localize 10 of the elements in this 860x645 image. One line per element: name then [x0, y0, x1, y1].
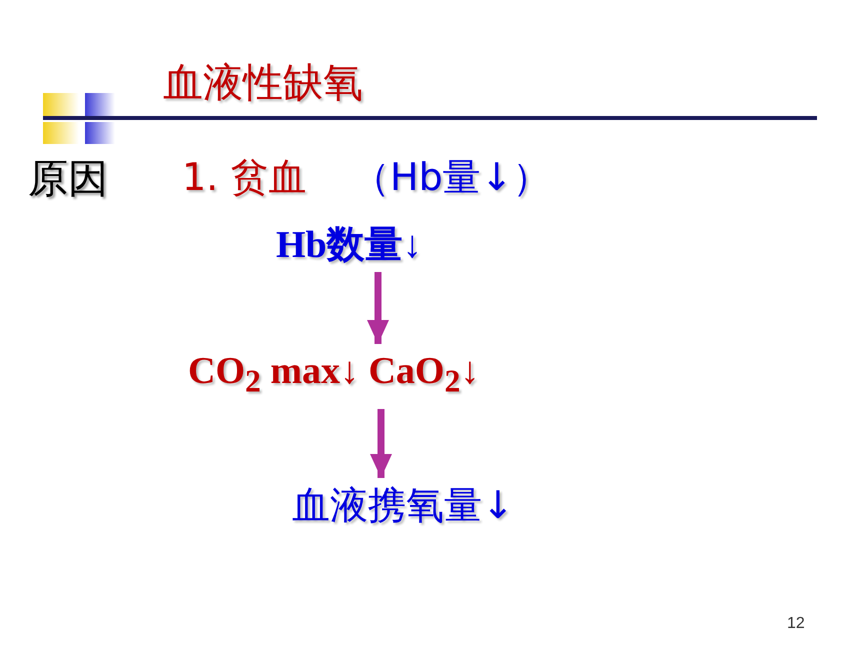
- cause-heading: 原因: [28, 155, 108, 203]
- item-heading: 1. 贫血: [182, 155, 306, 201]
- page-number: 12: [787, 614, 805, 634]
- down-arrow: [367, 272, 389, 344]
- step-text: 血液携氧量↓: [292, 482, 514, 528]
- down-arrow: [370, 409, 392, 478]
- note-text: （Hb量↓）: [352, 155, 551, 201]
- step-text: CO$_{2}$ max↓ CaO$_{2}$↓: [188, 348, 480, 405]
- slide-title: 血液性缺氧: [163, 59, 363, 108]
- step-text: Hb数量↓: [276, 222, 422, 268]
